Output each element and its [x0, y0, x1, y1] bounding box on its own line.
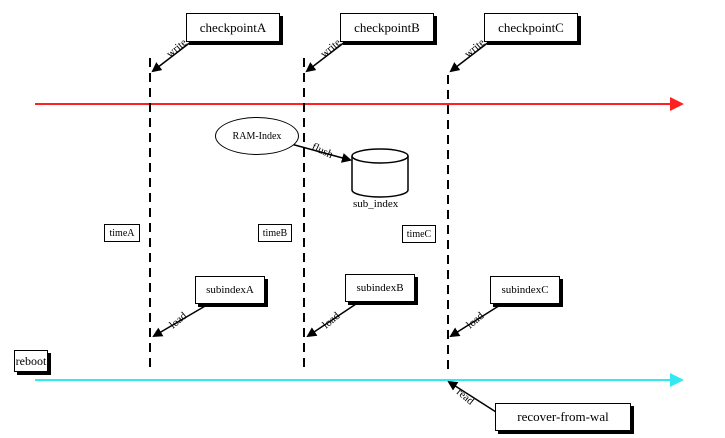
- recover-from-wal-box: recover-from-wal: [495, 403, 631, 431]
- checkpoint-c-box: checkpointC: [484, 13, 578, 42]
- read-label: read: [454, 386, 477, 408]
- flush-label: flush: [310, 141, 335, 161]
- ram-index-node: RAM-Index: [215, 117, 299, 155]
- read-arrow: [447, 380, 497, 413]
- subindex-c-box: subindexC: [490, 276, 560, 304]
- sub-index-label: sub_index: [353, 198, 399, 210]
- time-c-box: timeC: [402, 225, 436, 243]
- time-a-box: timeA: [104, 224, 140, 242]
- subindex-a-box: subindexA: [195, 276, 265, 304]
- load-arrow-a: [152, 301, 213, 338]
- subindex-b-box: subindexB: [345, 274, 415, 302]
- load-arrow-b: [306, 299, 363, 338]
- load-label-a: load: [167, 310, 190, 332]
- sub-index-cylinder: [351, 148, 409, 198]
- load-label-c: load: [464, 310, 487, 332]
- checkpoint-b-box: checkpointB: [340, 13, 434, 42]
- flush-arrow: [290, 143, 352, 163]
- write-arrow-b: [305, 37, 351, 73]
- checkpoint-a-box: checkpointA: [186, 13, 280, 42]
- load-arrow-c: [449, 301, 506, 338]
- load-label-b: load: [320, 310, 343, 332]
- reboot-box: reboot: [14, 350, 48, 372]
- write-arrow-a: [151, 37, 197, 73]
- time-b-box: timeB: [258, 224, 292, 242]
- write-arrow-c: [449, 37, 495, 73]
